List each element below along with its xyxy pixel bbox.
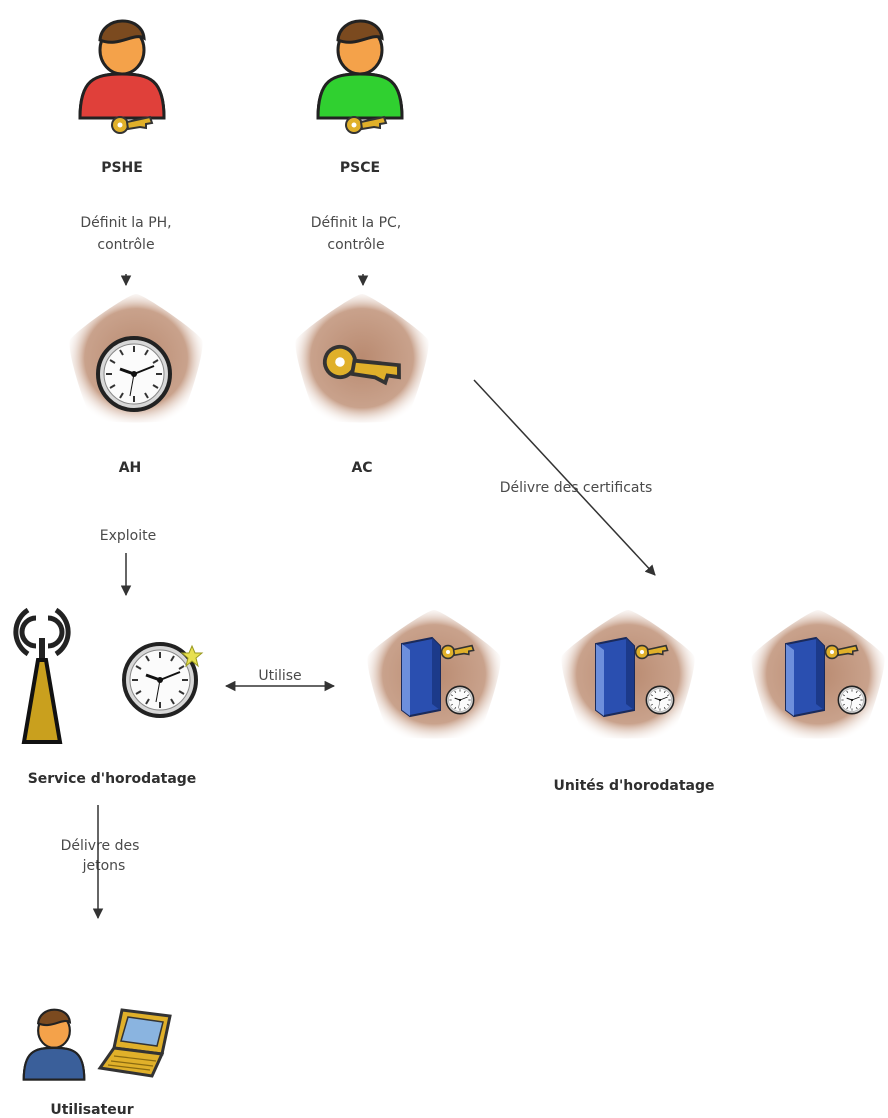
service-units-label: Utilise [258,668,301,684]
clock-icon [445,685,475,715]
psce-edge-label-line2: contrôle [327,237,384,253]
ac-label: AC [351,460,372,476]
clock-icon [837,685,867,715]
psce-label: PSCE [340,160,380,176]
clock-icon [645,685,675,715]
person-icon [78,19,166,120]
server-icon [401,637,441,717]
units-group: Unités d'horodatage [367,610,885,794]
units-label: Unités d'horodatage [553,778,714,794]
service-label: Service d'horodatage [28,771,197,787]
ah-to-service-label: Exploite [100,528,156,544]
server-icon [785,637,825,717]
laptop-icon [97,1008,172,1078]
service-node: Service d'horodatage [13,607,204,787]
pshe-label: PSHE [101,160,143,176]
service-user-label-line2: jetons [82,858,126,874]
user-label: Utilisateur [50,1102,133,1118]
unit-3 [751,610,885,739]
ah-node: AH [69,294,203,476]
pshe-edge-label-line1: Définit la PH, [80,215,171,231]
server-icon [595,637,635,717]
pshe-node: PSHE [78,19,166,176]
ac-to-units-label: Délivre des certificats [500,480,653,496]
user-node: Utilisateur [22,1008,172,1118]
person-icon [316,19,404,120]
ac-node: AC [295,294,429,476]
star-icon [180,644,204,668]
ac-to-units-arrow [473,379,656,576]
service-user-label-line1: Délivre des [61,838,140,854]
psce-node: PSCE [316,19,404,176]
person-icon [22,1008,86,1081]
unit-2 [561,610,695,739]
clock-icon [96,336,172,412]
antenna-icon [13,607,71,744]
pentagon-shape [295,294,429,423]
ah-label: AH [119,460,142,476]
psce-edge-label-line1: Définit la PC, [311,215,402,231]
pshe-edge-label-line2: contrôle [97,237,154,253]
unit-1 [367,610,501,739]
